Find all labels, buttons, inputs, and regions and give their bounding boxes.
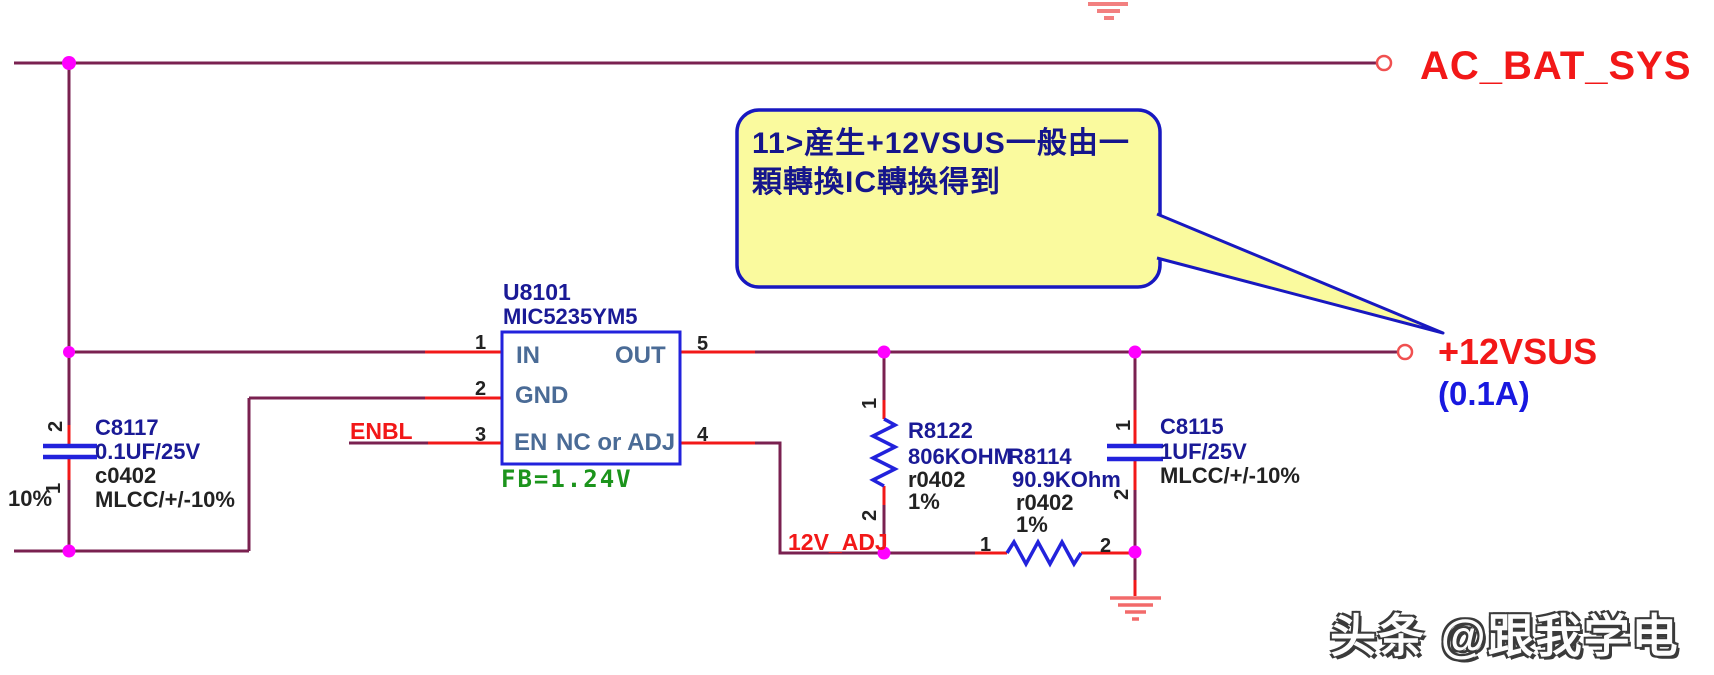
callout-bubble <box>735 108 1445 335</box>
c8115-dielectric: MLCC/+/-10% <box>1160 463 1300 488</box>
r8122-tolerance: 1% <box>908 489 940 514</box>
ground-symbol-top <box>1088 2 1128 20</box>
net-rating-12vsus: (0.1A) <box>1438 375 1530 412</box>
net-label-12vsus: +12VSUS <box>1438 331 1598 372</box>
resistor-symbol-r8114 <box>1005 538 1083 568</box>
net-label-12v-adj: 12V_ADJ <box>788 529 888 555</box>
callout-note-line1: 11>産生+12VSUS一般由一 <box>752 127 1130 160</box>
ic-pin-number-1: 1 <box>475 332 487 354</box>
net-label-ac-bat-sys: AC_BAT_SYS <box>1420 44 1692 88</box>
ic-pin-number-4: 4 <box>697 424 709 446</box>
r8122-pin-1: 1 <box>859 397 881 409</box>
c8117-package: c0402 <box>95 463 157 488</box>
callout-note-line2: 顆轉換IC轉換得到 <box>752 166 1001 199</box>
watermark-text: 头条 @跟我学电脑 <box>1330 610 1680 662</box>
ic-pin-number-2: 2 <box>475 378 487 400</box>
ic-body-u8101 <box>500 330 682 466</box>
ic-pin-name-out: OUT <box>615 342 666 369</box>
c8117-designator: C8117 <box>95 415 159 440</box>
ic-pin-name-gnd: GND <box>515 382 569 409</box>
r8114-pin-1: 1 <box>980 534 992 556</box>
c8115-value: 1UF/25V <box>1160 439 1247 464</box>
r8114-package: r0402 <box>1016 490 1074 515</box>
c8117-tolerance: 10% <box>8 486 53 511</box>
junction-dots <box>62 56 1142 560</box>
ic-pin-number-3: 3 <box>475 424 487 446</box>
ic-pin-name-in: IN <box>516 342 540 369</box>
c8117-pin-2: 2 <box>45 420 67 432</box>
c8117-dielectric: MLCC/+/-10% <box>95 487 235 512</box>
ic-designator: U8101 <box>503 279 571 305</box>
net-label-enbl: ENBL <box>350 418 413 444</box>
r8114-designator: R8114 <box>1008 444 1072 469</box>
ic-pin-name-en: EN <box>514 429 548 456</box>
ic-pin-number-5: 5 <box>697 333 709 355</box>
r8114-tolerance: 1% <box>1016 512 1048 537</box>
pin-stubs <box>67 350 1137 596</box>
port-circle-ac-bat-sys <box>1375 54 1393 72</box>
ic-feedback-note: FB=1.24V <box>501 465 633 493</box>
c8115-designator: C8115 <box>1160 414 1224 439</box>
ground-symbol-bottom <box>1110 596 1161 621</box>
net-wires <box>14 61 1398 580</box>
ic-part-number: MIC5235YM5 <box>503 304 638 329</box>
c8117-pin-1: 1 <box>43 482 65 494</box>
r8114-pin-2: 2 <box>1100 535 1112 557</box>
r8122-designator: R8122 <box>908 418 973 443</box>
r8122-value: 806KOHM <box>908 444 1012 469</box>
port-circle-12vsus <box>1396 343 1414 361</box>
capacitor-symbols <box>43 443 1163 462</box>
resistor-symbols <box>869 417 1083 568</box>
resistor-symbol-r8122 <box>869 417 899 488</box>
c8115-pin-1: 1 <box>1113 419 1135 431</box>
c8115-pin-2: 2 <box>1111 488 1133 500</box>
r8114-value: 90.9KOhm <box>1012 467 1121 492</box>
ic-pin-name-adj: NC or ADJ <box>556 429 676 456</box>
c8117-value: 0.1UF/25V <box>95 439 201 464</box>
r8122-pin-2: 2 <box>859 509 881 521</box>
callout-note: 11>産生+12VSUS一般由一 顆轉換IC轉換得到 <box>752 124 1147 202</box>
r8122-package: r0402 <box>908 467 966 492</box>
